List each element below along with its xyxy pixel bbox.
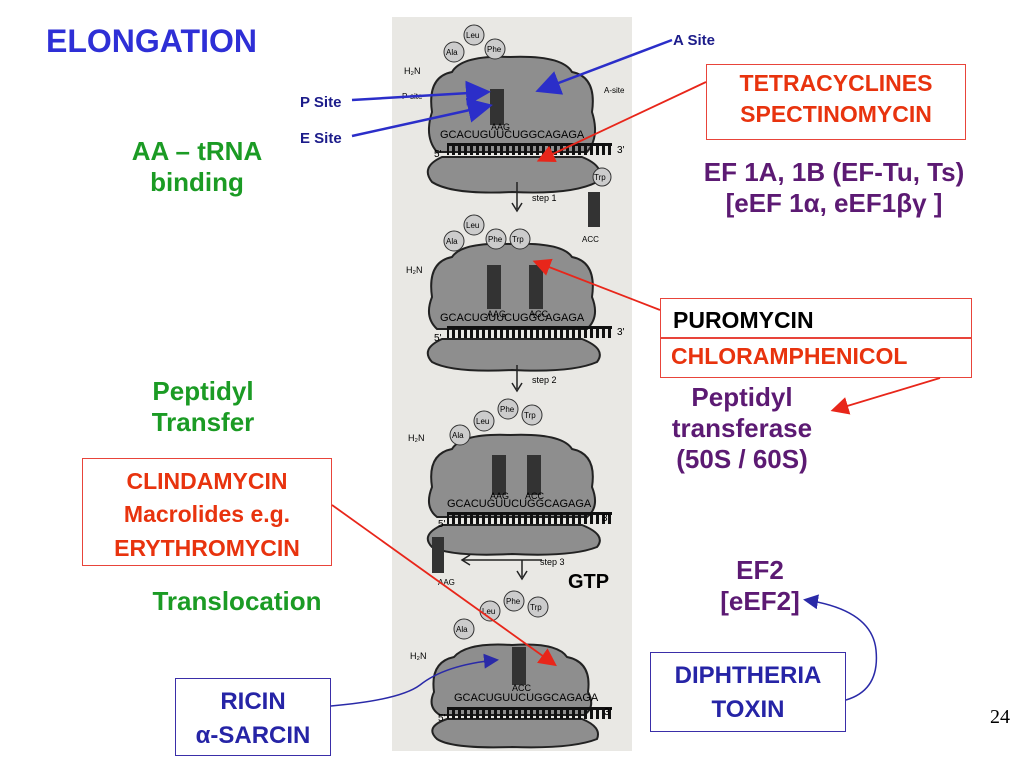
- mrna-sequence-2: GCACUGUUCUGGCAGAGA: [440, 312, 585, 324]
- peptidyl-transferase-line-1: Peptidyl: [691, 382, 793, 412]
- ribosome-elongation-figure: GCACUGUUCUGGCAGAGA 5' 3' AAG P-site A-si…: [392, 17, 632, 751]
- diphtheria-line-2: TOXIN: [711, 695, 785, 723]
- five-prime-3: 5': [438, 519, 446, 530]
- ef1-factors-label: EF 1A, 1B (EF-Tu, Ts) [eEF 1α, eEF1βγ ]: [686, 157, 982, 219]
- aa-leu-1: Leu: [466, 31, 479, 40]
- puromycin-box: PUROMYCIN: [660, 298, 972, 338]
- ef2-line-2: [eEF2]: [720, 586, 800, 617]
- aa-trna-line-1: AA – tRNA: [131, 136, 263, 166]
- five-prime-2: 5': [434, 333, 442, 344]
- clindamycin-line-1: CLINDAMYCIN: [126, 468, 288, 494]
- tetracyclines-line-2: SPECTINOMYCIN: [740, 101, 932, 128]
- aa-leu-3: Leu: [476, 417, 489, 426]
- gtp-label: GTP: [568, 571, 610, 593]
- codon-acc-4: ACC: [512, 683, 532, 693]
- codon-aag-3: AAG: [490, 491, 509, 501]
- n-terminus-1: H₂N: [404, 66, 421, 76]
- p-site-label: P Site: [300, 94, 342, 111]
- stage-4-ribosome: GCACUGUUCUGGCAGAGA 5' 3' ACC Ala Leu Phe…: [410, 590, 612, 749]
- codon-acc-3: ACC: [525, 491, 545, 501]
- aa-phe-3: Phe: [500, 405, 515, 414]
- aa-phe-1: Phe: [487, 45, 502, 54]
- n-terminus-2: H₂N: [406, 265, 423, 275]
- clindamycin-box: CLINDAMYCIN Macrolides e.g. ERYTHROMYCIN: [82, 458, 332, 566]
- aa-trp-4: Trp: [530, 603, 542, 612]
- three-prime-4: 3': [604, 707, 612, 718]
- diphtheria-toxin-box: DIPHTHERIA TOXIN: [650, 652, 846, 732]
- three-prime-3: 3': [602, 513, 610, 524]
- slide-title: ELONGATION: [46, 23, 257, 59]
- ef1-line-2: [eEF 1α, eEF1βγ ]: [725, 188, 943, 219]
- ef2-line-1: EF2: [736, 555, 784, 585]
- step-1-label: step 1: [532, 193, 557, 203]
- aa-leu-2: Leu: [466, 221, 479, 230]
- stage-1-ribosome: GCACUGUUCUGGCAGAGA 5' 3' AAG P-site A-si…: [402, 24, 625, 244]
- mrna-sequence-1: GCACUGUUCUGGCAGAGA: [440, 129, 585, 141]
- three-prime-1: 3': [617, 145, 625, 156]
- aa-leu-4: Leu: [482, 607, 495, 616]
- ribosome-figure-svg: GCACUGUUCUGGCAGAGA 5' 3' AAG P-site A-si…: [402, 24, 625, 749]
- ef1-line-1: EF 1A, 1B (EF-Tu, Ts): [703, 157, 965, 187]
- ricin-line-2: α-SARCIN: [195, 721, 311, 749]
- mrna-sequence-3: GCACUGUUCUGGCAGAGA: [447, 498, 592, 510]
- tetracyclines-line-1: TETRACYCLINES: [739, 70, 933, 96]
- p-site-text: P-site: [402, 92, 423, 101]
- five-prime-4: 5': [438, 713, 446, 724]
- codon-aag-1: AAG: [491, 122, 510, 132]
- aa-trp-3: Trp: [524, 411, 536, 420]
- five-prime-1: 5': [434, 149, 442, 160]
- peptidyl-transferase-line-3: (50S / 60S): [676, 444, 808, 475]
- peptidyl-transferase-label: Peptidyl transferase (50S / 60S): [632, 382, 852, 476]
- ef2-label: EF2 [eEF2]: [690, 555, 830, 617]
- step-3-label: step 3: [540, 557, 565, 567]
- clindamycin-line-3: ERYTHROMYCIN: [114, 534, 300, 561]
- mrna-sequence-4: GCACUGUUCUGGCAGAGA: [454, 692, 599, 704]
- aa-trna-line-2: binding: [150, 167, 244, 198]
- aa-ala-1: Ala: [446, 48, 458, 57]
- aa-phe-4: Phe: [506, 597, 521, 606]
- aa-trp-2: Trp: [512, 235, 524, 244]
- e-site-label: E Site: [300, 130, 342, 147]
- clindamycin-line-2: Macrolides e.g.: [123, 501, 291, 528]
- ricin-box: RICIN α-SARCIN: [175, 678, 331, 756]
- peptidyl-transfer-line-1: Peptidyl: [152, 376, 254, 406]
- aa-trna-binding-label: AA – tRNA binding: [102, 136, 292, 198]
- peptidyl-transfer-line-2: Transfer: [151, 407, 255, 438]
- tetracyclines-box: TETRACYCLINES SPECTINOMYCIN: [706, 64, 966, 140]
- translocation-label: Translocation: [152, 586, 322, 616]
- codon-aag-2: AAG: [487, 309, 506, 319]
- codon-acc-incoming: ACC: [582, 235, 599, 244]
- n-terminus-3: H₂N: [408, 433, 425, 443]
- aa-ala-3: Ala: [452, 431, 464, 440]
- aa-trp-incoming: Trp: [594, 173, 606, 182]
- codon-aag-exiting: AAG: [438, 578, 455, 587]
- aa-ala-2: Ala: [446, 237, 458, 246]
- page-number: 24: [990, 706, 1010, 728]
- peptidyl-transferase-line-2: transferase: [671, 413, 813, 444]
- stage-3-ribosome: GCACUGUUCUGGCAGAGA 5' 3' AAG ACC Ala Leu…: [408, 398, 612, 587]
- chloramphenicol-box: CHLORAMPHENICOL: [660, 338, 972, 378]
- a-site-label: A Site: [673, 32, 715, 49]
- aa-ala-4: Ala: [456, 625, 468, 634]
- peptidyl-transfer-label: Peptidyl Transfer: [108, 376, 298, 438]
- n-terminus-4: H₂N: [410, 651, 427, 661]
- a-site-text: A-site: [604, 86, 625, 95]
- codon-acc-2: ACC: [529, 309, 549, 319]
- aa-phe-2: Phe: [488, 235, 503, 244]
- three-prime-2: 3': [617, 327, 625, 338]
- step-2-label: step 2: [532, 375, 557, 385]
- ricin-line-1: RICIN: [220, 688, 286, 715]
- diphtheria-line-1: DIPHTHERIA: [674, 662, 822, 689]
